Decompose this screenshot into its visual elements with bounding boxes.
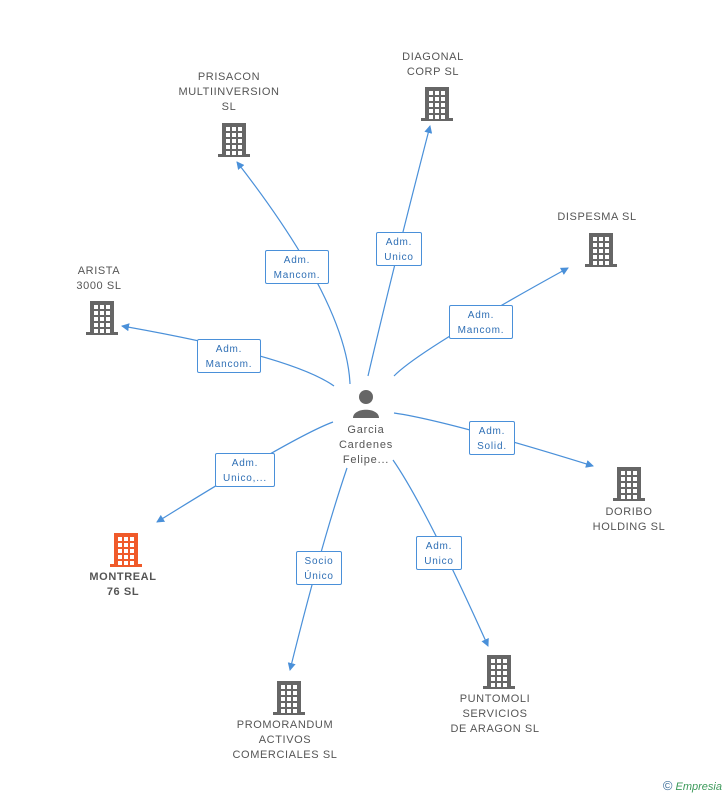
brand-logo: Empresia	[675, 781, 722, 793]
edge-role-promorandum: Socio Único	[296, 551, 342, 585]
montreal-label[interactable]: MONTREAL 76 SL	[89, 571, 157, 598]
center-person-name[interactable]: Garcia Cardenes Felipe...	[338, 424, 394, 466]
diagonal-building-icon[interactable]	[421, 86, 453, 127]
edge-role-diagonal: Adm. Unico	[376, 232, 422, 266]
watermark: © Empresia	[663, 778, 722, 793]
edge-role-montreal: Adm. Unico,...	[215, 453, 275, 487]
dispesma-building-icon[interactable]	[585, 232, 617, 273]
diagonal-label[interactable]: DIAGONAL CORP SL	[402, 51, 464, 78]
copyright-icon: ©	[662, 778, 673, 793]
puntomoli-label[interactable]: PUNTOMOLI SERVICIOS DE ARAGON SL	[450, 693, 540, 735]
promorandum-building-icon[interactable]	[273, 680, 305, 721]
doribo-building-icon[interactable]	[613, 466, 645, 507]
montreal-building-icon[interactable]	[110, 532, 142, 573]
edge-role-puntomoli: Adm. Unico	[416, 536, 462, 570]
prisacon-building-icon[interactable]	[218, 122, 250, 163]
edge-role-doribo: Adm. Solid.	[469, 421, 515, 455]
promorandum-label[interactable]: PROMORANDUM ACTIVOS COMERCIALES SL	[232, 719, 338, 761]
person-icon	[350, 388, 382, 420]
dispesma-label[interactable]: DISPESMA SL	[557, 211, 637, 223]
arista-label[interactable]: ARISTA 3000 SL	[76, 265, 122, 292]
edge-to-puntomoli	[392, 459, 489, 647]
edge-role-dispesma: Adm. Mancom.	[449, 305, 513, 339]
edge-role-arista: Adm. Mancom.	[197, 339, 261, 373]
puntomoli-building-icon[interactable]	[483, 654, 515, 695]
edge-to-prisacon	[236, 161, 351, 385]
prisacon-label[interactable]: PRISACON MULTIINVERSION SL	[178, 71, 280, 113]
edge-role-prisacon: Adm. Mancom.	[265, 250, 329, 284]
doribo-label[interactable]: DORIBO HOLDING SL	[592, 506, 666, 533]
arista-building-icon[interactable]	[86, 300, 118, 341]
